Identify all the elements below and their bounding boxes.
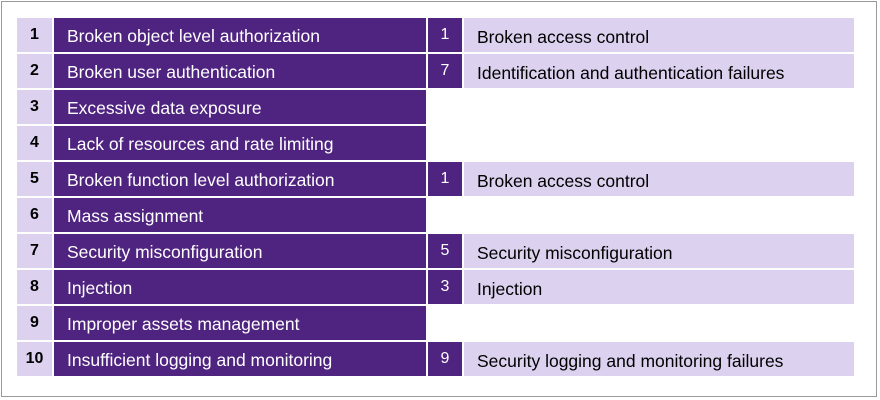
web-risk-rank: 3 [428, 270, 462, 304]
web-risk-rank: 5 [428, 234, 462, 268]
web-risk-label: Security misconfiguration [464, 234, 854, 268]
api-risk-label: Excessive data exposure [54, 90, 426, 124]
api-risk-rank: 7 [17, 234, 52, 268]
api-risk-rank: 2 [17, 54, 52, 88]
web-risk-label: Broken access control [464, 162, 854, 196]
api-risk-rank: 4 [17, 126, 52, 160]
web-risk-rank: 1 [428, 18, 462, 52]
api-risk-rank: 9 [17, 306, 52, 340]
api-risk-rank: 6 [17, 198, 52, 232]
api-risk-label: Security misconfiguration [54, 234, 426, 268]
web-risk-label: Security logging and monitoring failures [464, 342, 854, 376]
api-risk-rank: 8 [17, 270, 52, 304]
api-risk-rank: 1 [17, 18, 52, 52]
web-risk-rank: 9 [428, 342, 462, 376]
api-risk-rank: 10 [17, 342, 52, 376]
api-risk-rank: 3 [17, 90, 52, 124]
api-risk-label: Improper assets management [54, 306, 426, 340]
api-risk-label: Injection [54, 270, 426, 304]
api-risk-label: Broken function level authorization [54, 162, 426, 196]
api-risk-label: Broken user authentication [54, 54, 426, 88]
web-risk-label: Broken access control [464, 18, 854, 52]
api-risk-label: Mass assignment [54, 198, 426, 232]
api-risk-label: Broken object level authorization [54, 18, 426, 52]
web-risk-label: Identification and authentication failur… [464, 54, 854, 88]
web-risk-rank: 7 [428, 54, 462, 88]
web-risk-label: Injection [464, 270, 854, 304]
web-risk-rank: 1 [428, 162, 462, 196]
api-risk-label: Lack of resources and rate limiting [54, 126, 426, 160]
api-risk-rank: 5 [17, 162, 52, 196]
api-risk-label: Insufficient logging and monitoring [54, 342, 426, 376]
